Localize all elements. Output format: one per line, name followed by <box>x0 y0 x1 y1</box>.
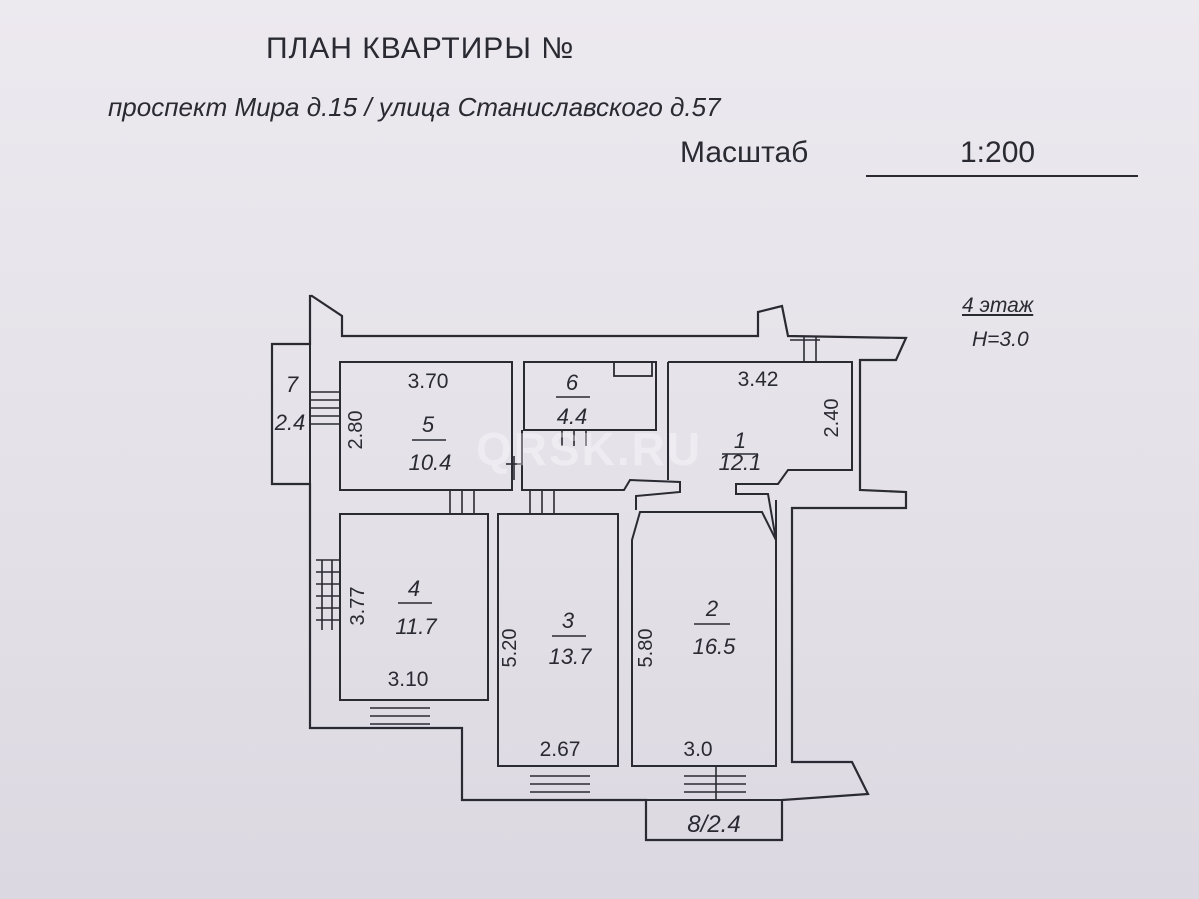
room-2-depth: 5.80 <box>635 629 657 668</box>
room-4-number: 4 <box>408 576 420 601</box>
room-3-width: 2.67 <box>540 738 581 761</box>
room-5-depth: 2.80 <box>345 411 367 450</box>
room-1-depth: 2.40 <box>821 399 843 438</box>
room-1-number: 1 <box>734 428 746 453</box>
room-3-number: 3 <box>562 608 575 633</box>
room-2-width: 3.0 <box>683 738 712 761</box>
room-7-outline <box>271 343 311 485</box>
room-1-width: 3.42 <box>738 368 779 391</box>
room-labels: 5 10.4 3.70 2.80 6 4.4 1 12.1 3.42 2.40 … <box>274 368 843 838</box>
room-1-outline <box>667 361 853 541</box>
room-2-outline <box>631 511 777 767</box>
page-title: ПЛАН КВАРТИРЫ № <box>266 32 575 65</box>
room-6-area: 4.4 <box>557 404 588 429</box>
room-7-number: 7 <box>286 372 299 397</box>
room-5-number: 5 <box>422 412 435 437</box>
scale-value: 1:200 <box>960 136 1036 169</box>
room-4-outline <box>339 513 489 701</box>
outer-walls <box>270 294 908 842</box>
address-line: проспект Мира д.15 / улица Станиславског… <box>108 92 721 122</box>
room-5-area: 10.4 <box>409 450 452 475</box>
room-8-label: 8/2.4 <box>687 811 740 838</box>
room-2-area: 16.5 <box>693 634 737 659</box>
doorways <box>449 430 587 514</box>
windows <box>310 336 820 800</box>
room-4-width: 3.10 <box>388 668 429 691</box>
room-3-depth: 5.20 <box>499 629 521 668</box>
room-5-width: 3.70 <box>408 370 449 393</box>
room-8-outline <box>645 799 783 841</box>
room-6-outline <box>523 361 657 431</box>
room-7-area: 2.4 <box>274 410 306 435</box>
corridor-partition <box>521 430 681 510</box>
bath-fixture <box>613 361 653 377</box>
scale-underline <box>866 175 1138 177</box>
floor-label: 4 этаж <box>962 294 1034 317</box>
room-5-outline <box>339 361 513 491</box>
room-3-outline <box>497 513 619 767</box>
room-3-area: 13.7 <box>549 644 593 669</box>
room-6-number: 6 <box>566 370 579 395</box>
room-4-depth: 3.77 <box>347 587 369 626</box>
scale-label: Масштаб <box>680 136 809 169</box>
room-1-area: 12.1 <box>719 450 762 475</box>
room-4-area: 11.7 <box>395 614 437 639</box>
ceiling-height-label: H=3.0 <box>972 328 1029 351</box>
room-2-number: 2 <box>705 596 718 621</box>
watermark: QRSK.RU <box>476 423 703 475</box>
